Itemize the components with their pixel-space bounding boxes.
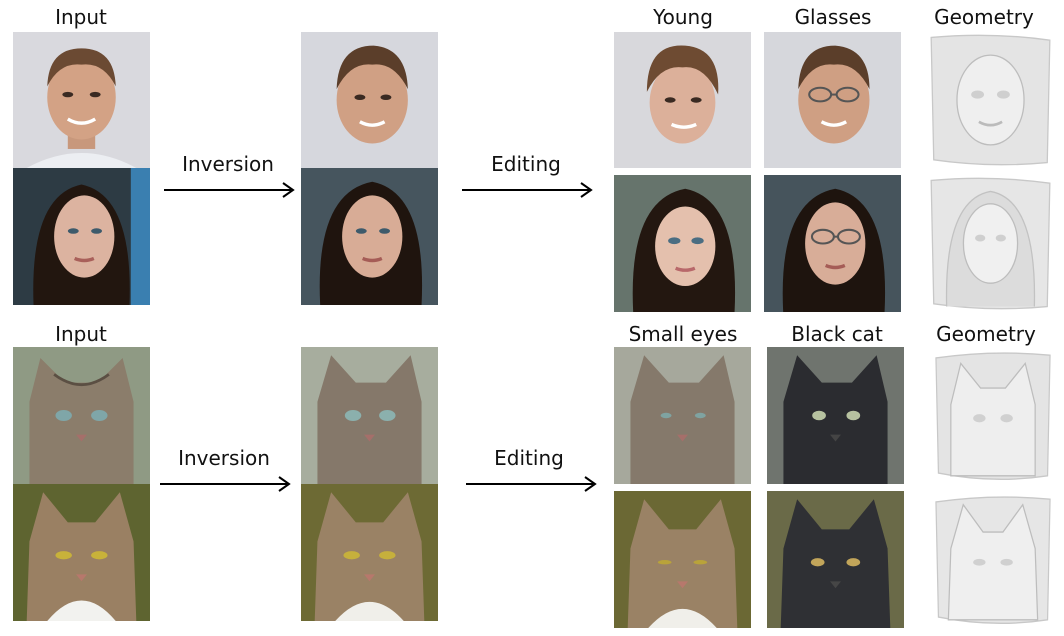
black-cat-2-photo	[767, 491, 904, 628]
editing-label: Editing	[491, 152, 561, 176]
geometry-man-render	[926, 32, 1055, 168]
edit-label-young: Young	[653, 5, 713, 29]
editing-arrow-icon	[462, 182, 593, 198]
input-face-woman-photo	[13, 168, 150, 305]
input-label: Input	[55, 322, 107, 346]
geometry-cat-1-render	[931, 347, 1055, 484]
geometry-cat-2-render	[931, 491, 1055, 628]
inversion-arrow-icon	[160, 476, 291, 492]
geometry-label: Geometry	[936, 322, 1036, 346]
young-man-photo	[614, 32, 751, 168]
input-face-man-photo	[13, 32, 150, 168]
edit-label-small-eyes: Small eyes	[628, 322, 738, 346]
black-cat-1-photo	[767, 347, 904, 484]
glasses-man-photo	[764, 32, 901, 168]
geometry-label: Geometry	[934, 5, 1034, 29]
editing-label: Editing	[494, 446, 564, 470]
editing-arrow-icon	[466, 476, 597, 492]
glasses-woman-photo	[764, 175, 901, 312]
young-woman-photo	[614, 175, 751, 312]
small-eyes-cat-2-photo	[614, 491, 751, 628]
edit-label-black-cat: Black cat	[791, 322, 883, 346]
inversion-label: Inversion	[182, 152, 274, 176]
inversion-arrow-icon	[164, 182, 295, 198]
geometry-woman-render	[926, 175, 1055, 312]
input-tabby-cat-photo	[13, 347, 150, 484]
inversion-tabby-cat-photo	[301, 347, 438, 484]
input-label: Input	[55, 5, 107, 29]
inversion-face-man-photo	[301, 32, 438, 168]
inversion-cat-2-photo	[301, 484, 438, 621]
inversion-face-woman-photo	[301, 168, 438, 305]
small-eyes-tabby-cat-photo	[614, 347, 751, 484]
inversion-label: Inversion	[178, 446, 270, 470]
edit-label-glasses: Glasses	[794, 5, 872, 29]
input-cat-2-photo	[13, 484, 150, 621]
